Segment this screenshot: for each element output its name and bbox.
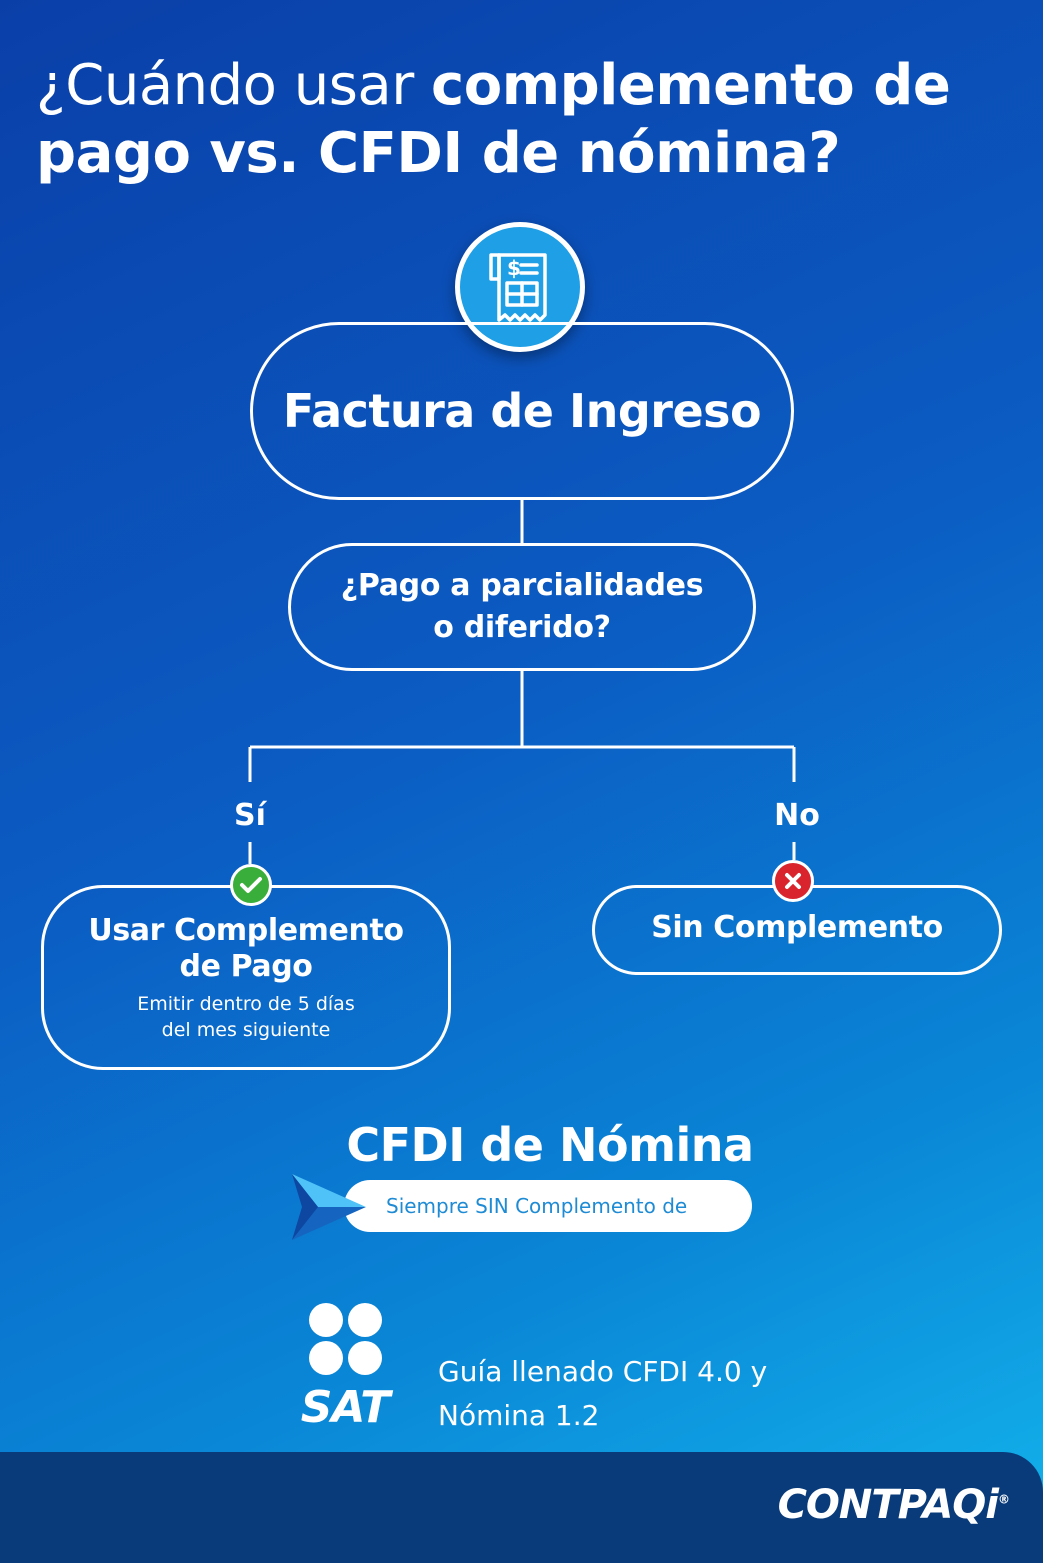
receipt-icon: $ [455, 222, 585, 352]
footer: CONTPAQi® [0, 1452, 1043, 1563]
question-line1: ¿Pago a parcialidades [340, 568, 704, 603]
nomina-title: CFDI de Nómina [346, 1118, 754, 1172]
yes-title-line2: de Pago [179, 948, 313, 984]
yes-label: Sí [234, 798, 266, 833]
root-node-label: Factura de Ingreso [282, 384, 762, 438]
svg-text:$: $ [507, 256, 521, 280]
brand-logo: CONTPAQi® [777, 1482, 1010, 1528]
arrow-icon [292, 1174, 366, 1240]
sat-logo [309, 1303, 382, 1375]
nomina-note: Siempre SIN Complemento de [386, 1194, 688, 1218]
yes-sub-line2: del mes siguiente [161, 1018, 331, 1041]
source-line1: Guía llenado CFDI 4.0 y [438, 1355, 768, 1388]
check-icon [230, 864, 272, 906]
yes-sub: Emitir dentro de 5 días del mes siguiente [137, 991, 354, 1043]
yes-title-line1: Usar Complemento [88, 912, 404, 948]
x-icon [772, 860, 814, 902]
question-line2: o diferido? [433, 610, 611, 645]
no-title: Sin Complemento [651, 909, 943, 945]
source-text: Guía llenado CFDI 4.0 y Nómina 1.2 [438, 1350, 858, 1438]
nomina-note-bar: Siempre SIN Complemento de [344, 1180, 752, 1232]
sat-wordmark: SAT [300, 1382, 391, 1433]
yes-sub-line1: Emitir dentro de 5 días [137, 992, 355, 1015]
title-bold-line2: pago vs. CFDI de nómina? [36, 121, 841, 186]
title-light: ¿Cuándo usar [36, 53, 432, 118]
title-bold-line1: complemento de [431, 53, 951, 118]
no-label: No [774, 798, 820, 833]
source-line2: Nómina 1.2 [438, 1399, 600, 1432]
brand-mark: ® [998, 1492, 1010, 1507]
question-node: ¿Pago a parcialidades o diferido? [288, 543, 756, 671]
root-node: Factura de Ingreso [250, 322, 794, 500]
yes-node: Usar Complemento de Pago Emitir dentro d… [41, 885, 451, 1070]
brand-name: CONTPAQi [777, 1482, 999, 1528]
